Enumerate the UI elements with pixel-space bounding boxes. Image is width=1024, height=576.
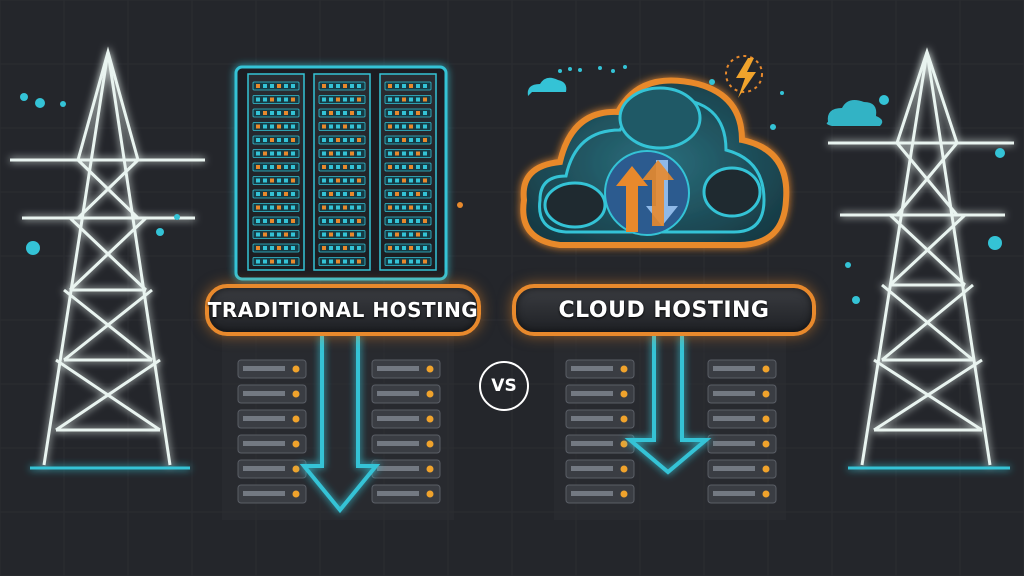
upload-download-arrows-icon bbox=[616, 160, 678, 232]
vs-badge: VS bbox=[479, 361, 529, 411]
lightning-bolt-icon bbox=[725, 55, 763, 98]
traditional-hosting-label: TRADITIONAL HOSTING bbox=[205, 284, 481, 336]
cloud-icon bbox=[527, 77, 567, 96]
cloud-icon bbox=[520, 77, 790, 248]
cloud-hosting-label: CLOUD HOSTING bbox=[512, 284, 816, 336]
decor-dots-right bbox=[845, 95, 1005, 304]
cloud-icon bbox=[826, 100, 883, 126]
down-arrow-icon bbox=[624, 336, 712, 475]
decor-dots-left bbox=[20, 93, 180, 255]
server-stack-traditional bbox=[222, 330, 454, 520]
down-arrow-icon bbox=[299, 336, 381, 514]
power-tower-icon bbox=[828, 47, 1014, 470]
server-rack-icon bbox=[234, 65, 448, 281]
server-stack-cloud bbox=[554, 330, 786, 520]
decor-dots-cloud bbox=[457, 65, 784, 208]
power-tower-icon bbox=[10, 46, 205, 470]
